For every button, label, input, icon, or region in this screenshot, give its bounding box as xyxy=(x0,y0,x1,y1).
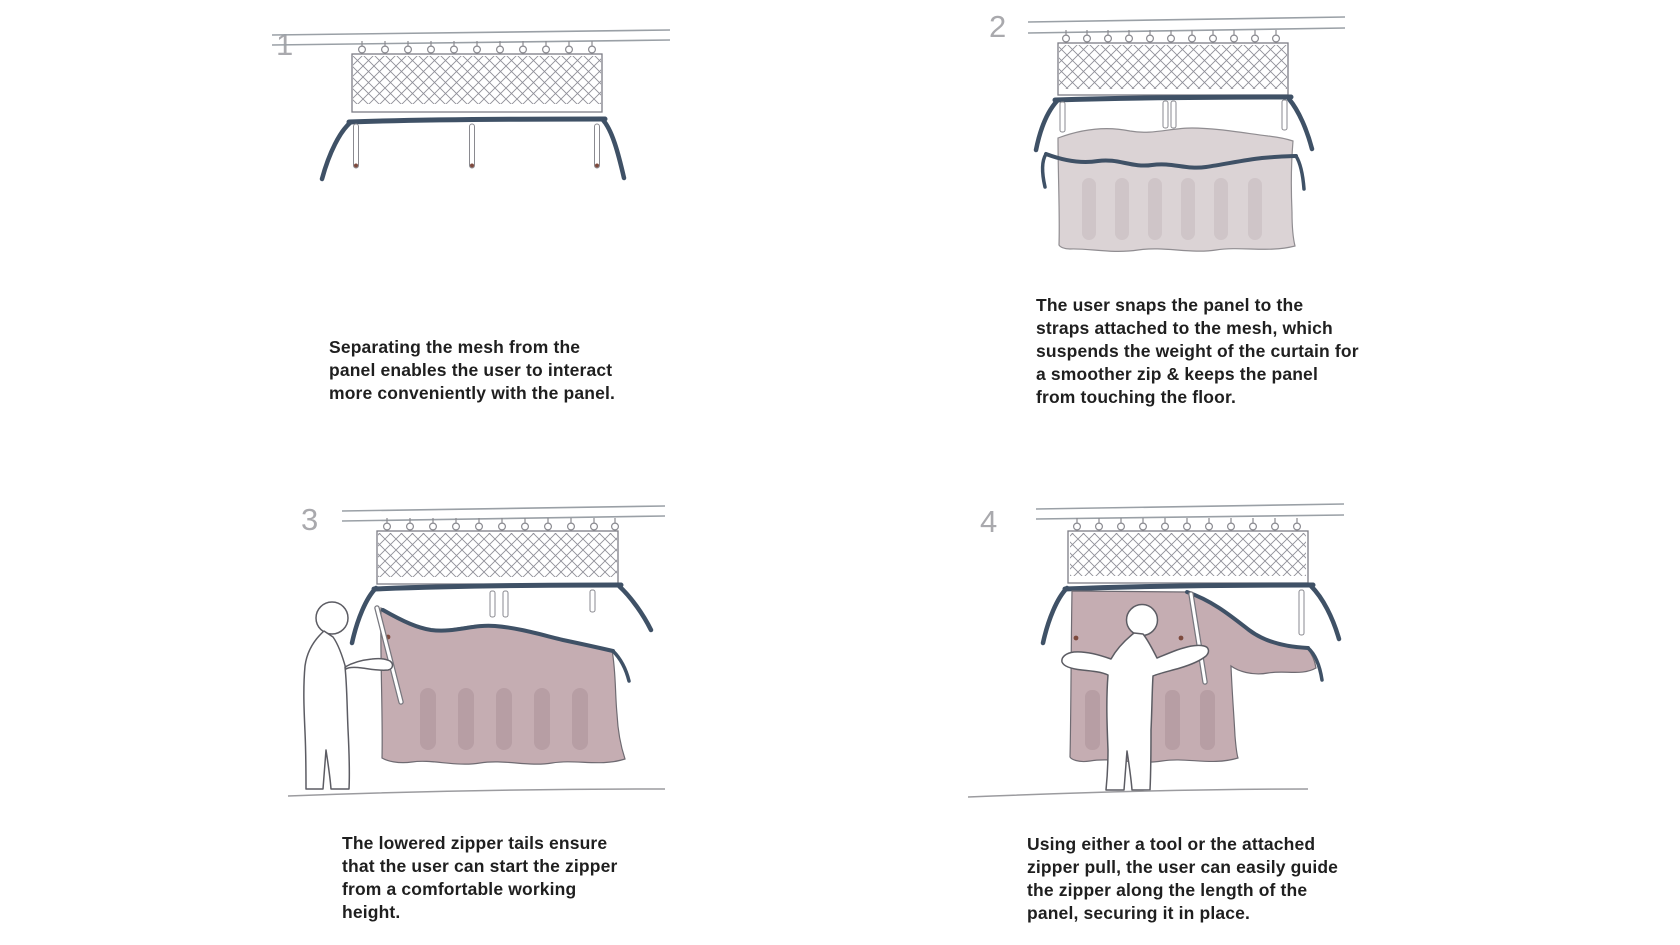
zipper-tool-icon xyxy=(374,605,404,705)
support-strap-icon xyxy=(1298,589,1305,636)
hanging-straps-icon xyxy=(353,123,600,169)
caption-line: the zipper along the length of the xyxy=(1027,880,1308,900)
ceiling-track-icon xyxy=(1035,503,1345,520)
zipper-line-icon xyxy=(1040,152,1306,191)
zipper-tool-icon xyxy=(1188,591,1208,685)
mesh-panel-icon xyxy=(1057,42,1289,96)
caption-line: straps attached to the mesh, which xyxy=(1036,318,1333,338)
caption-line: more conveniently with the panel. xyxy=(329,383,615,403)
zipper-bar-icon xyxy=(1052,94,1294,103)
zipper-tails-icon xyxy=(349,583,654,646)
step-2-illustration xyxy=(1027,16,1346,252)
curtain-panel-icon xyxy=(1057,127,1296,252)
zipper-bar-icon xyxy=(346,116,608,125)
step-3-caption: The lowered zipper tails ensure that the… xyxy=(342,832,617,924)
zipper-bar-icon xyxy=(371,582,624,592)
caption-line: from touching the floor. xyxy=(1036,387,1236,407)
caption-line: a smoother zip & keeps the panel xyxy=(1036,364,1318,384)
support-straps-icon xyxy=(489,589,596,618)
mesh-panel-icon xyxy=(376,530,619,585)
caption-line: that the user can start the zipper xyxy=(342,856,618,876)
step-2-caption: The user snaps the panel to the straps a… xyxy=(1036,294,1359,409)
ground-line-icon xyxy=(967,788,1309,798)
curtain-panel-icon xyxy=(380,606,626,765)
step-3-illustration xyxy=(287,505,666,797)
mesh-panel-icon xyxy=(351,53,603,113)
caption-line: zipper pull, the user can easily guide xyxy=(1027,857,1339,877)
caption-line: suspends the weight of the curtain for xyxy=(1036,341,1359,361)
zipper-line-icon xyxy=(381,608,631,683)
caption-line: The lowered zipper tails ensure xyxy=(342,833,608,853)
step-1-illustration xyxy=(271,29,671,182)
caption-line: panel enables the user to interact xyxy=(329,360,613,380)
mesh-panel-icon xyxy=(1067,530,1309,584)
person-figure-icon xyxy=(1061,603,1210,791)
caption-line: Separating the mesh from the xyxy=(329,337,581,357)
zipper-line-icon xyxy=(1185,590,1324,682)
caption-line: panel, securing it in place. xyxy=(1027,903,1251,923)
ground-line-icon xyxy=(287,788,666,797)
ceiling-track-icon xyxy=(1027,16,1346,34)
step-3-number: 3 xyxy=(301,502,320,537)
snap-dots-icon xyxy=(1073,635,1184,641)
ceiling-track-icon xyxy=(341,505,666,522)
step-2-number: 2 xyxy=(989,9,1008,44)
ceiling-track-icon xyxy=(271,29,671,46)
zipper-tails-icon xyxy=(319,117,627,182)
person-figure-icon xyxy=(303,601,394,790)
step-4-illustration xyxy=(967,503,1345,798)
step-4-caption: Using either a tool or the attached zipp… xyxy=(1027,833,1338,925)
step-1-caption: Separating the mesh from the panel enabl… xyxy=(329,336,615,405)
caption-line: Using either a tool or the attached xyxy=(1027,834,1316,854)
zipper-bar-icon xyxy=(1062,582,1316,592)
step-4-number: 4 xyxy=(980,504,999,539)
zipper-tails-icon xyxy=(1033,96,1315,153)
caption-line: height. xyxy=(342,902,401,922)
caption-line: from a comfortable working xyxy=(342,879,577,899)
zipper-tails-icon xyxy=(1040,583,1342,646)
support-straps-icon xyxy=(1059,99,1288,133)
caption-line: The user snaps the panel to the xyxy=(1036,295,1304,315)
